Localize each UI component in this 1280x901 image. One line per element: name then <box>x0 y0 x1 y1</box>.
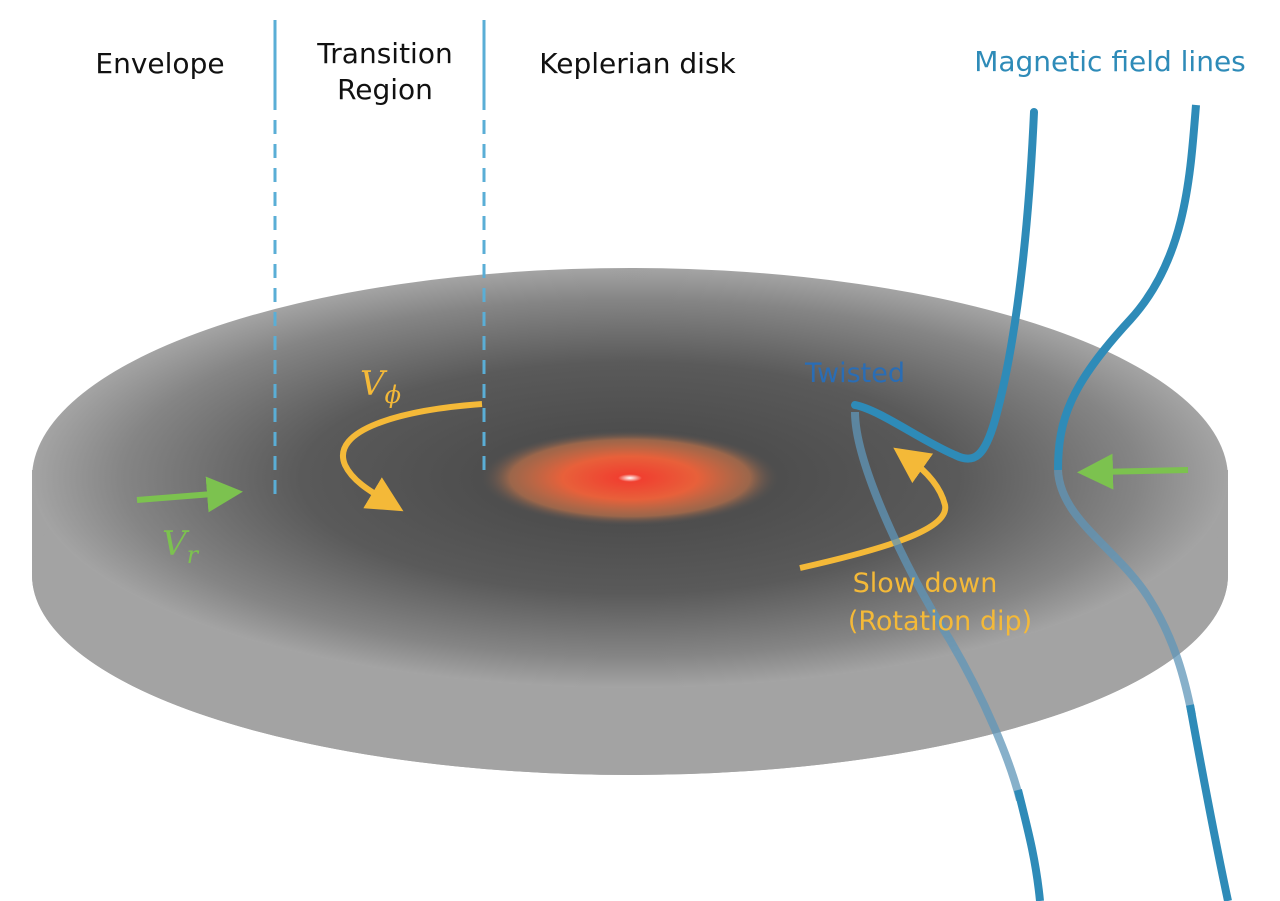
magnetic-field-lines-label: Magnetic field lines <box>974 45 1246 78</box>
v-phi-symbol: V <box>360 364 385 404</box>
rotation-dip-label: (Rotation dip) <box>847 606 1033 637</box>
region-label-keplerian: Keplerian disk <box>539 47 736 80</box>
v-r-subscript: r <box>186 540 199 569</box>
v-r-symbol: V <box>162 524 187 564</box>
v-phi-label: Vϕ <box>360 362 401 411</box>
rotation-arrow <box>340 401 483 512</box>
v-r-label: Vr <box>162 522 198 571</box>
infall-arrow-right <box>1077 453 1189 490</box>
v-phi-subscript: ϕ <box>384 380 401 409</box>
protostar-core <box>480 430 780 526</box>
field-line-twisted-hidden <box>851 411 1024 801</box>
region-label-envelope: Envelope <box>95 47 225 80</box>
field-line-pinched-hidden <box>1054 469 1196 716</box>
field-line-twisted-lower <box>1014 789 1044 901</box>
slow-down-arrow <box>799 447 949 571</box>
slow-down-label: Slow down <box>852 568 998 599</box>
field-line-pinched-upper <box>1054 104 1200 471</box>
twisted-label: Twisted <box>804 358 905 389</box>
field-line-pinched-lower <box>1186 704 1232 901</box>
region-label-transition: Transition Region <box>317 37 453 107</box>
field-line-twisted-upper <box>851 108 1038 463</box>
infall-arrow-left <box>136 476 243 513</box>
